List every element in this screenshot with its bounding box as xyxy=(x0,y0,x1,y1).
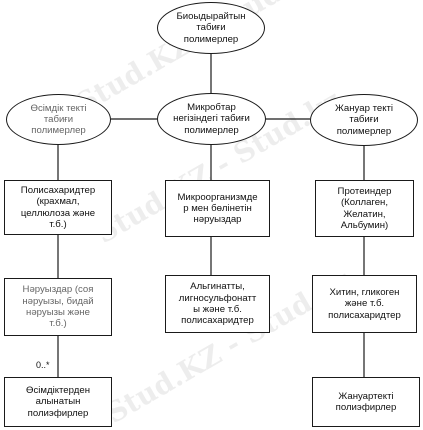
box-microbial-proteins: Микроорганизмде р мен бөлінетін нәруызда… xyxy=(165,180,270,237)
box-plant-polyesters: Өсімдіктерден алынатын полиэфирлер xyxy=(4,377,112,427)
node-animal-polymers: Жануар текті табиғи полимерлер xyxy=(310,94,418,146)
box-plant-proteins: Нәруыздар (соя нәруызы, бидай нәруызы жә… xyxy=(4,278,112,336)
box-microbial-polysaccharides: Альгинатты, лигносульфонатт ы және т.б. … xyxy=(165,275,270,333)
node-root: Биоыдырайтын табиғи полимерлер xyxy=(157,2,265,54)
node-microbial-polymers: Микробтар негізіндегі табиғи полимерлер xyxy=(157,93,266,145)
box-plant-polysaccharides: Полисахаридтер (крахмал, целлюлоза және … xyxy=(4,180,112,235)
box-animal-proteins: Протеиндер (Коллаген, Желатин, Альбумин) xyxy=(315,180,414,237)
box-animal-polysaccharides: Хитин, гликоген және т.б. полисахаридтер xyxy=(312,275,417,333)
node-plant-polymers: Өсімдік текті табиғи полимерлер xyxy=(6,94,111,145)
multiplicity-label: 0..* xyxy=(36,360,50,370)
box-animal-polyesters: Жануартекті полиэфирлер xyxy=(312,377,420,427)
